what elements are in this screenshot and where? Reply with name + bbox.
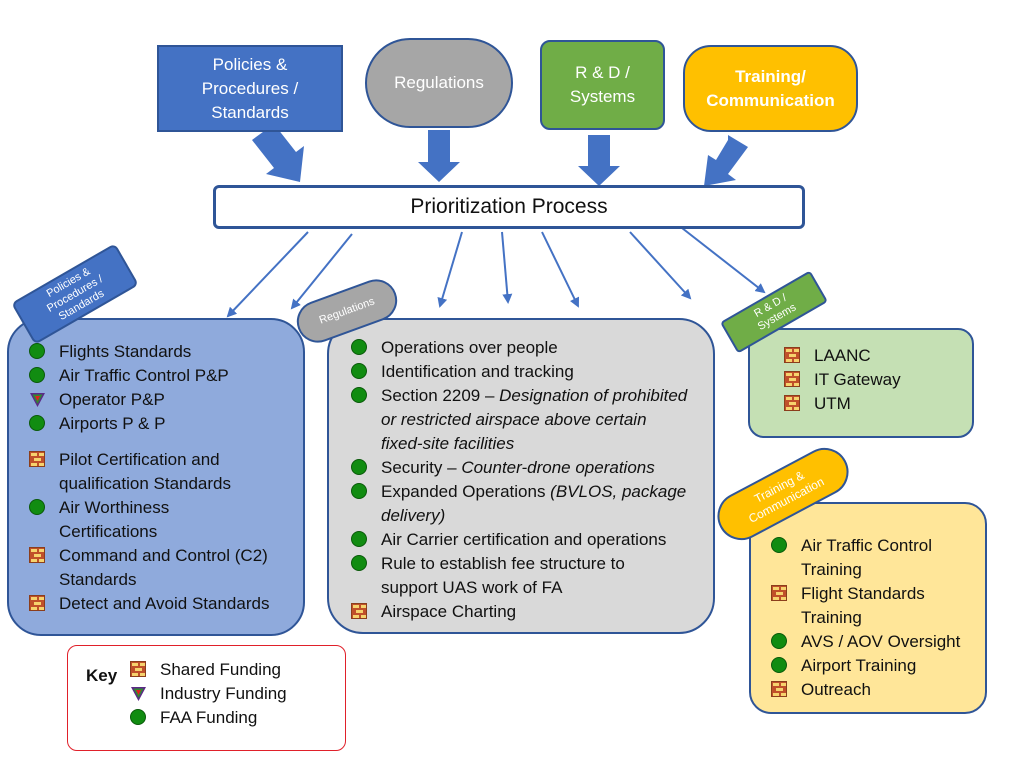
list-item: Airports P & P bbox=[29, 412, 295, 436]
faa-funding-icon bbox=[771, 657, 787, 673]
faa-funding-icon bbox=[351, 387, 367, 403]
faa-funding-icon bbox=[351, 339, 367, 355]
input-arrow-policies bbox=[252, 124, 304, 182]
list-item: Air Carrier certification and operations bbox=[351, 528, 709, 552]
regulations-list: Operations over people Identification an… bbox=[351, 336, 709, 624]
shared-funding-icon bbox=[784, 395, 800, 411]
faa-funding-icon bbox=[771, 633, 787, 649]
industry-funding-icon bbox=[130, 685, 147, 709]
output-arrow bbox=[681, 227, 766, 294]
list-item: IT Gateway bbox=[784, 368, 972, 392]
list-item: LAANC bbox=[784, 344, 972, 368]
faa-funding-icon bbox=[29, 367, 45, 383]
list-item: Outreach bbox=[771, 678, 985, 702]
input-label-line: Systems bbox=[569, 87, 636, 106]
prioritization-process-title: Prioritization Process bbox=[410, 195, 608, 218]
shared-funding-icon bbox=[784, 347, 800, 363]
input-label-line: Communication bbox=[706, 90, 835, 110]
input-arrow-training bbox=[704, 135, 748, 186]
input-label-line: Training/ bbox=[735, 66, 806, 86]
shared-funding-icon bbox=[29, 595, 45, 611]
list-item: Command and Control (C2)Standards bbox=[29, 544, 295, 592]
faa-funding-icon bbox=[351, 531, 367, 547]
funding-key: Key Shared Funding Industry Funding FAA … bbox=[67, 645, 346, 751]
faa-funding-icon bbox=[29, 499, 45, 515]
input-box-rd: R & D / Systems bbox=[540, 40, 665, 130]
output-arrow bbox=[501, 231, 513, 304]
output-arrow bbox=[541, 231, 579, 308]
input-arrow-rd bbox=[578, 135, 620, 186]
faa-funding-icon bbox=[29, 343, 45, 359]
policies-list: Flights Standards Air Traffic Control P&… bbox=[29, 340, 295, 616]
key-entry: FAA Funding bbox=[130, 706, 287, 730]
shared-funding-icon bbox=[29, 451, 45, 467]
tag-label-line: Regulations bbox=[317, 294, 377, 327]
faa-funding-icon bbox=[351, 459, 367, 475]
faa-funding-icon bbox=[351, 363, 367, 379]
key-entries: Shared Funding Industry Funding FAA Fund… bbox=[130, 658, 287, 730]
input-label-line: Policies & bbox=[212, 54, 288, 74]
input-label-line: R & D / bbox=[575, 63, 630, 82]
shared-funding-icon bbox=[771, 585, 787, 601]
input-box-regulations: Regulations bbox=[365, 38, 513, 128]
key-entry: Industry Funding bbox=[130, 682, 287, 706]
list-item: AVS / AOV Oversight bbox=[771, 630, 985, 654]
input-box-training: Training/ Communication bbox=[683, 45, 858, 132]
regulations-panel: Operations over people Identification an… bbox=[327, 318, 715, 634]
list-item: Operator P&P bbox=[29, 388, 295, 412]
faa-funding-icon bbox=[130, 709, 146, 725]
policies-panel: Flights Standards Air Traffic Control P&… bbox=[7, 318, 305, 636]
shared-funding-icon bbox=[771, 681, 787, 697]
input-label-line: Standards bbox=[211, 102, 289, 122]
key-entry: Shared Funding bbox=[130, 658, 287, 682]
input-label-line: Regulations bbox=[394, 73, 484, 92]
input-arrow-regulations bbox=[418, 130, 460, 182]
list-item: Flights Standards bbox=[29, 340, 295, 364]
list-item: Air Traffic Control P&P bbox=[29, 364, 295, 388]
rd-panel: LAANC IT Gateway UTM bbox=[748, 328, 974, 438]
output-arrow bbox=[290, 233, 353, 310]
shared-funding-icon bbox=[130, 661, 146, 677]
list-item: Identification and tracking bbox=[351, 360, 709, 384]
faa-funding-icon bbox=[771, 537, 787, 553]
list-item: Security – Counter-drone operations bbox=[351, 456, 709, 480]
shared-funding-icon bbox=[29, 547, 45, 563]
list-item: Airspace Charting bbox=[351, 600, 709, 624]
key-title: Key bbox=[86, 666, 118, 685]
faa-funding-icon bbox=[29, 415, 45, 431]
prioritization-process-box: Prioritization Process bbox=[213, 185, 805, 229]
shared-funding-icon bbox=[784, 371, 800, 387]
list-item: Operations over people bbox=[351, 336, 709, 360]
input-label-line: Procedures / bbox=[201, 78, 299, 98]
output-arrow bbox=[629, 231, 692, 300]
output-arrow bbox=[437, 231, 463, 308]
faa-funding-icon bbox=[351, 555, 367, 571]
rd-list: LAANC IT Gateway UTM bbox=[784, 344, 972, 416]
list-item: Airport Training bbox=[771, 654, 985, 678]
list-item: Detect and Avoid Standards bbox=[29, 592, 295, 616]
shared-funding-icon bbox=[351, 603, 367, 619]
list-item: Section 2209 – Designation of prohibited… bbox=[351, 384, 709, 456]
input-box-policies: Policies & Procedures / Standards bbox=[157, 45, 343, 132]
industry-funding-icon bbox=[29, 391, 46, 415]
output-arrow bbox=[226, 231, 309, 318]
faa-funding-icon bbox=[351, 483, 367, 499]
list-item: UTM bbox=[784, 392, 972, 416]
